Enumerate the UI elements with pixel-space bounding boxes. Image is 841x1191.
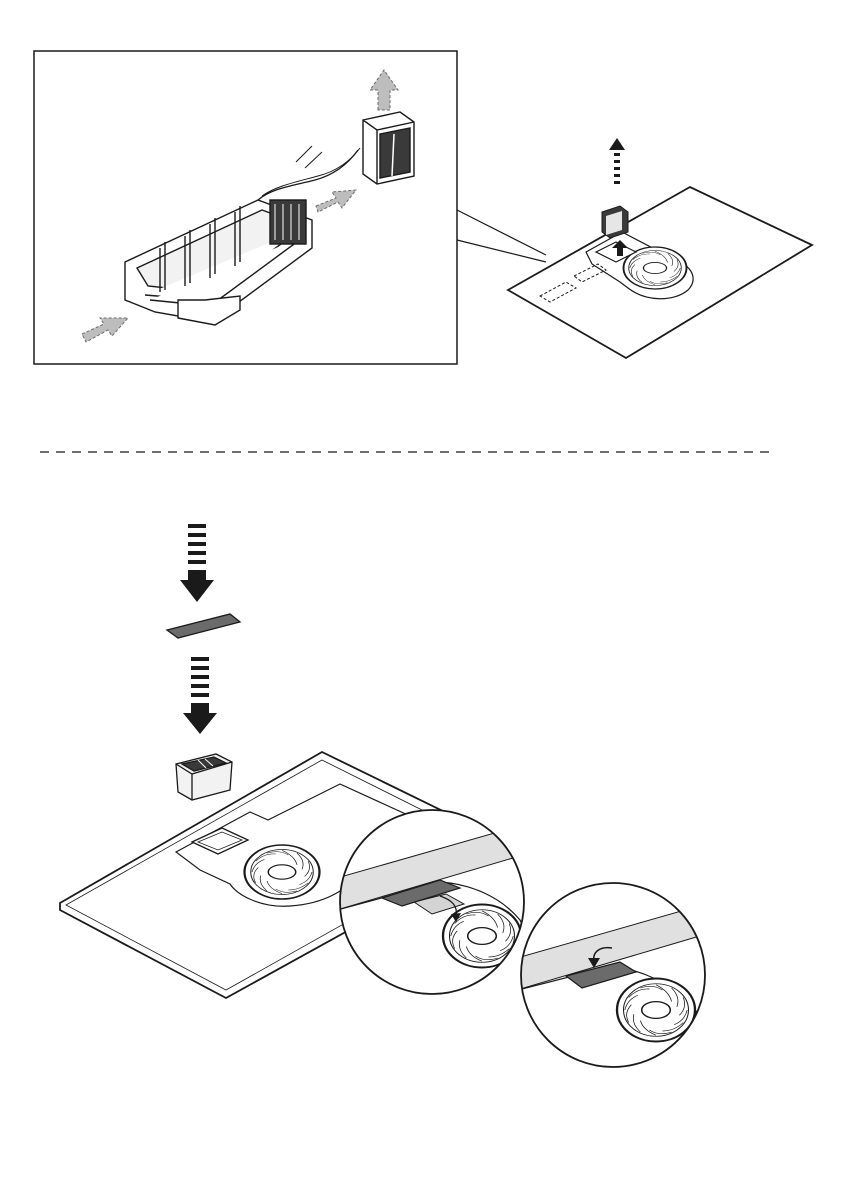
down-arrow-icon xyxy=(183,657,217,734)
bottom-panel xyxy=(60,524,720,1080)
top-panel xyxy=(34,51,812,364)
up-arrow-icon xyxy=(609,138,625,184)
fan-icon xyxy=(245,845,320,899)
filter-cassette xyxy=(176,754,232,800)
filter-mat xyxy=(167,614,240,638)
callout-lines xyxy=(457,210,546,262)
detail-circle-cover-closed xyxy=(510,883,720,1080)
down-arrow-icon xyxy=(180,524,214,602)
hob-overview xyxy=(508,138,812,358)
